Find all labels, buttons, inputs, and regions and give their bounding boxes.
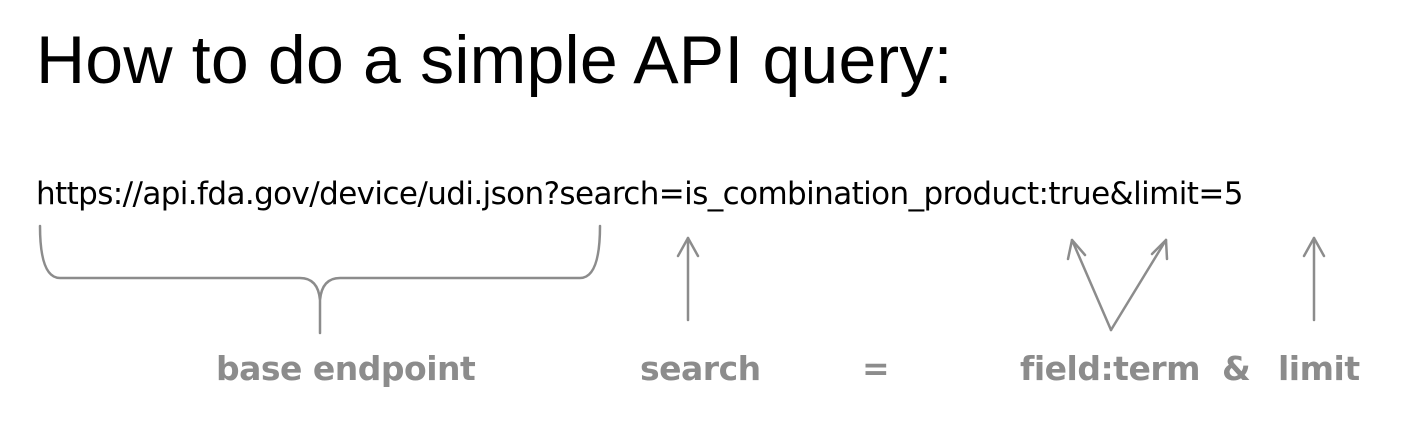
label-limit: limit <box>1278 349 1360 388</box>
label-base-endpoint: base endpoint <box>216 349 476 388</box>
label-equals: = <box>862 349 890 388</box>
slide-title: How to do a simple API query: <box>36 22 953 98</box>
label-search: search <box>640 349 761 388</box>
limit-arrow <box>1302 236 1326 322</box>
field-term-arrows <box>1066 238 1169 332</box>
search-arrow <box>676 236 700 322</box>
label-field-term: field:term <box>1020 349 1201 388</box>
api-query-url: https://api.fda.gov/device/udi.json?sear… <box>36 176 1243 212</box>
base-endpoint-brace <box>38 224 602 335</box>
label-ampersand: & <box>1222 349 1251 388</box>
